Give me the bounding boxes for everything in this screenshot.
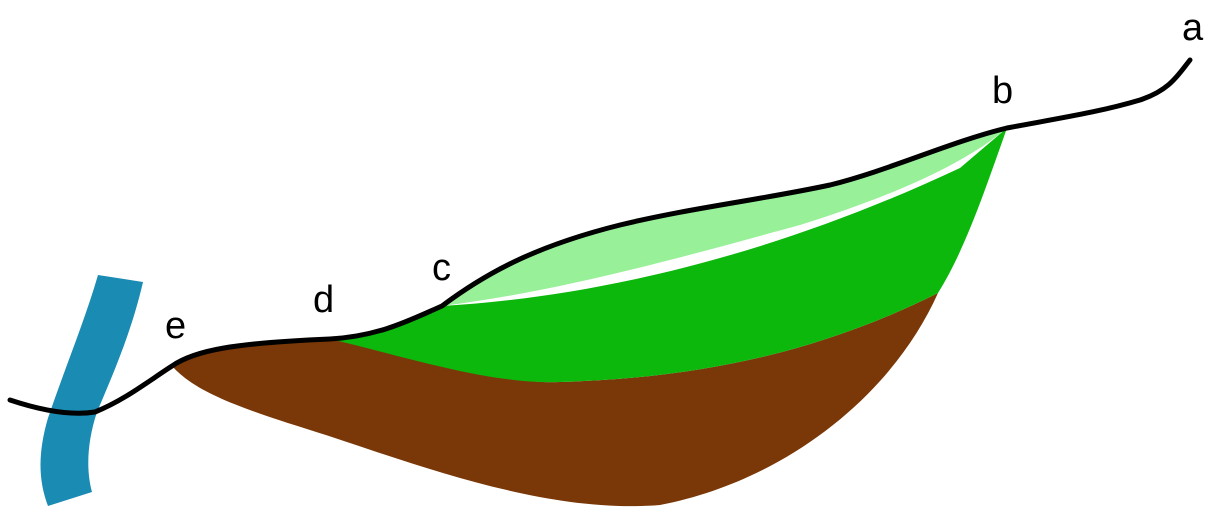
label-c: c <box>432 247 451 289</box>
label-a: a <box>1182 7 1204 49</box>
label-e: e <box>165 305 186 347</box>
label-b: b <box>992 70 1013 112</box>
label-d: d <box>313 279 334 321</box>
river-band <box>41 275 144 506</box>
